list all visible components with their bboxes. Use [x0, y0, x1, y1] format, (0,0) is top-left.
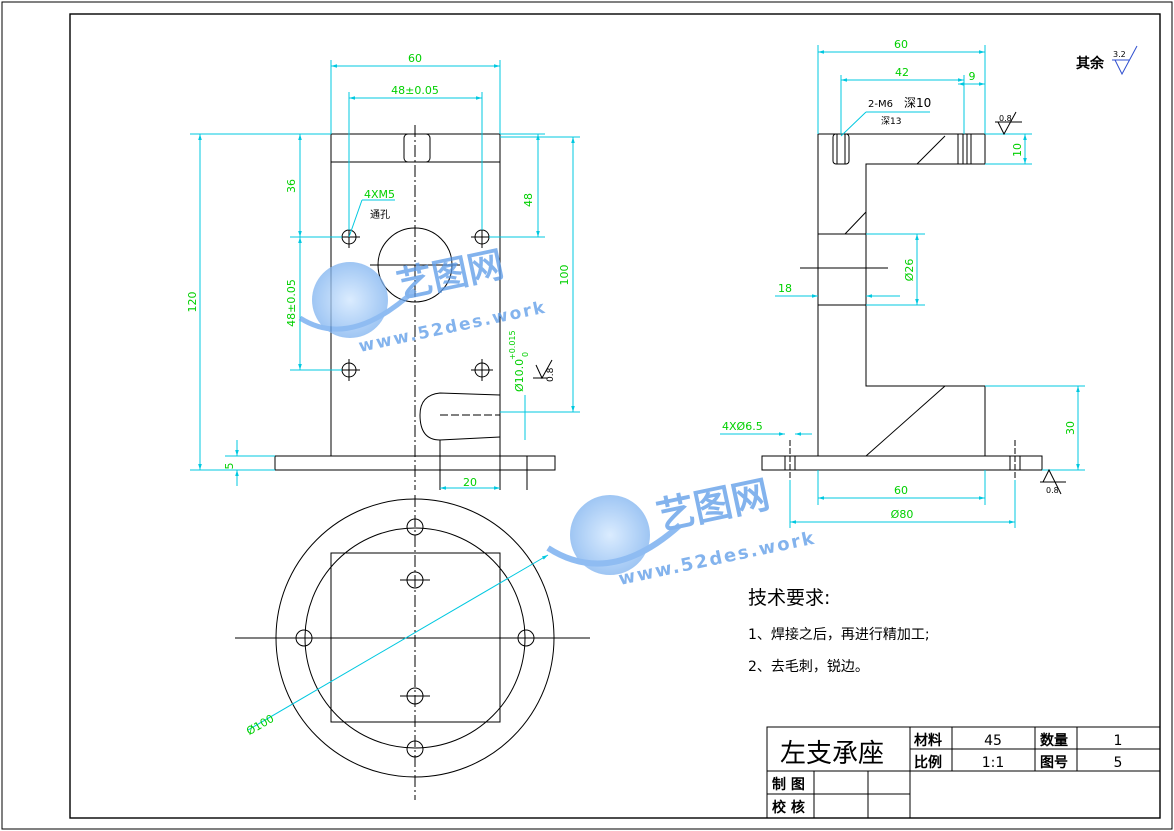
scale-label: 比例: [914, 754, 942, 771]
technical-requirements: 技术要求: 1、焊接之后，再进行精加工; 2、去毛刺，锐边。: [748, 587, 930, 675]
drawing-no-label: 图号: [1040, 755, 1068, 771]
dim-top-dia100: Ø100: [244, 712, 276, 738]
checked-label: 校 核: [772, 799, 805, 816]
dim-front-48-vert: 48±0.05: [285, 279, 298, 327]
general-roughness-value: 3.2: [1113, 50, 1126, 59]
dim-front-20: 20: [463, 476, 477, 489]
label-through-hole: 通孔: [370, 209, 390, 221]
label-depth-13: 深13: [881, 116, 901, 127]
general-roughness: 其余 3.2: [1076, 45, 1138, 76]
front-view: 60 48±0.05 120 36 48±0.05 48 100: [186, 52, 580, 490]
watermark-brand-1: 艺图网: [393, 244, 507, 307]
part-name: 左支承座: [780, 739, 884, 769]
side-dimensions: 60 42 9 10 2-M6 深10 深13 18 Ø26: [720, 38, 1085, 528]
scale-value: 1:1: [982, 755, 1005, 771]
dim-front-120: 120: [186, 292, 199, 313]
material-value: 45: [984, 733, 1002, 749]
side-view: 60 42 9 10 2-M6 深10 深13 18 Ø26: [720, 38, 1085, 528]
material-label: 材料: [914, 732, 942, 749]
watermark-brand-2: 艺图网: [653, 472, 774, 539]
watermark-logo-globe-1: [312, 262, 388, 338]
title-block: 左支承座 材料 45 数量 1 比例 1:1 图号 5 制 图 校 核: [766, 726, 1161, 819]
dim-front-bore-tol-lower: 0: [521, 352, 530, 357]
drawing-no-value: 5: [1114, 755, 1123, 771]
dim-side-30: 30: [1064, 421, 1077, 435]
dim-front-48-right: 48: [522, 193, 535, 207]
dim-front-bore: Ø10.0: [513, 359, 526, 392]
requirement-item: 1、焊接之后，再进行精加工;: [748, 626, 930, 643]
dim-front-60: 60: [408, 52, 422, 65]
roughness-side-top: 0.8: [999, 114, 1012, 123]
dim-front-48: 48±0.05: [391, 84, 439, 97]
inner-frame: [69, 13, 1161, 819]
top-view: Ø100: [235, 495, 590, 800]
dim-front-100: 100: [558, 265, 571, 286]
dim-side-10: 10: [1011, 143, 1024, 157]
dim-front-5: 5: [223, 463, 236, 470]
qty-value: 1: [1114, 733, 1123, 749]
label-4xm5: 4XM5: [364, 188, 395, 201]
requirements-title: 技术要求:: [748, 587, 830, 609]
dim-side-holes: 4XØ6.5: [722, 420, 763, 433]
drawn-label: 制 图: [772, 776, 805, 793]
dim-side-9: 9: [969, 70, 976, 83]
qty-label: 数量: [1040, 732, 1068, 749]
watermark-2: 艺图网 www.52des.work: [546, 472, 818, 590]
dim-front-36: 36: [285, 179, 298, 193]
roughness-side-bottom: 0.8: [1046, 486, 1059, 495]
dim-side-18: 18: [778, 282, 792, 295]
dim-side-42: 42: [895, 66, 909, 79]
roughness-front: 0.8: [546, 367, 556, 382]
dim-side-60: 60: [894, 38, 908, 51]
dim-front-bore-tol-upper: +0.015: [508, 330, 517, 360]
dim-side-base-60: 60: [894, 484, 908, 497]
requirement-item: 2、去毛刺，锐边。: [748, 659, 869, 675]
label-depth-10: 深10: [904, 96, 931, 110]
label-2m6: 2-M6: [868, 99, 893, 110]
front-dimensions: 60 48±0.05 120 36 48±0.05 48 100: [186, 52, 580, 490]
general-roughness-label: 其余: [1076, 55, 1105, 72]
dim-side-dia26: Ø26: [903, 259, 916, 282]
dim-side-dia80: Ø80: [891, 508, 914, 521]
